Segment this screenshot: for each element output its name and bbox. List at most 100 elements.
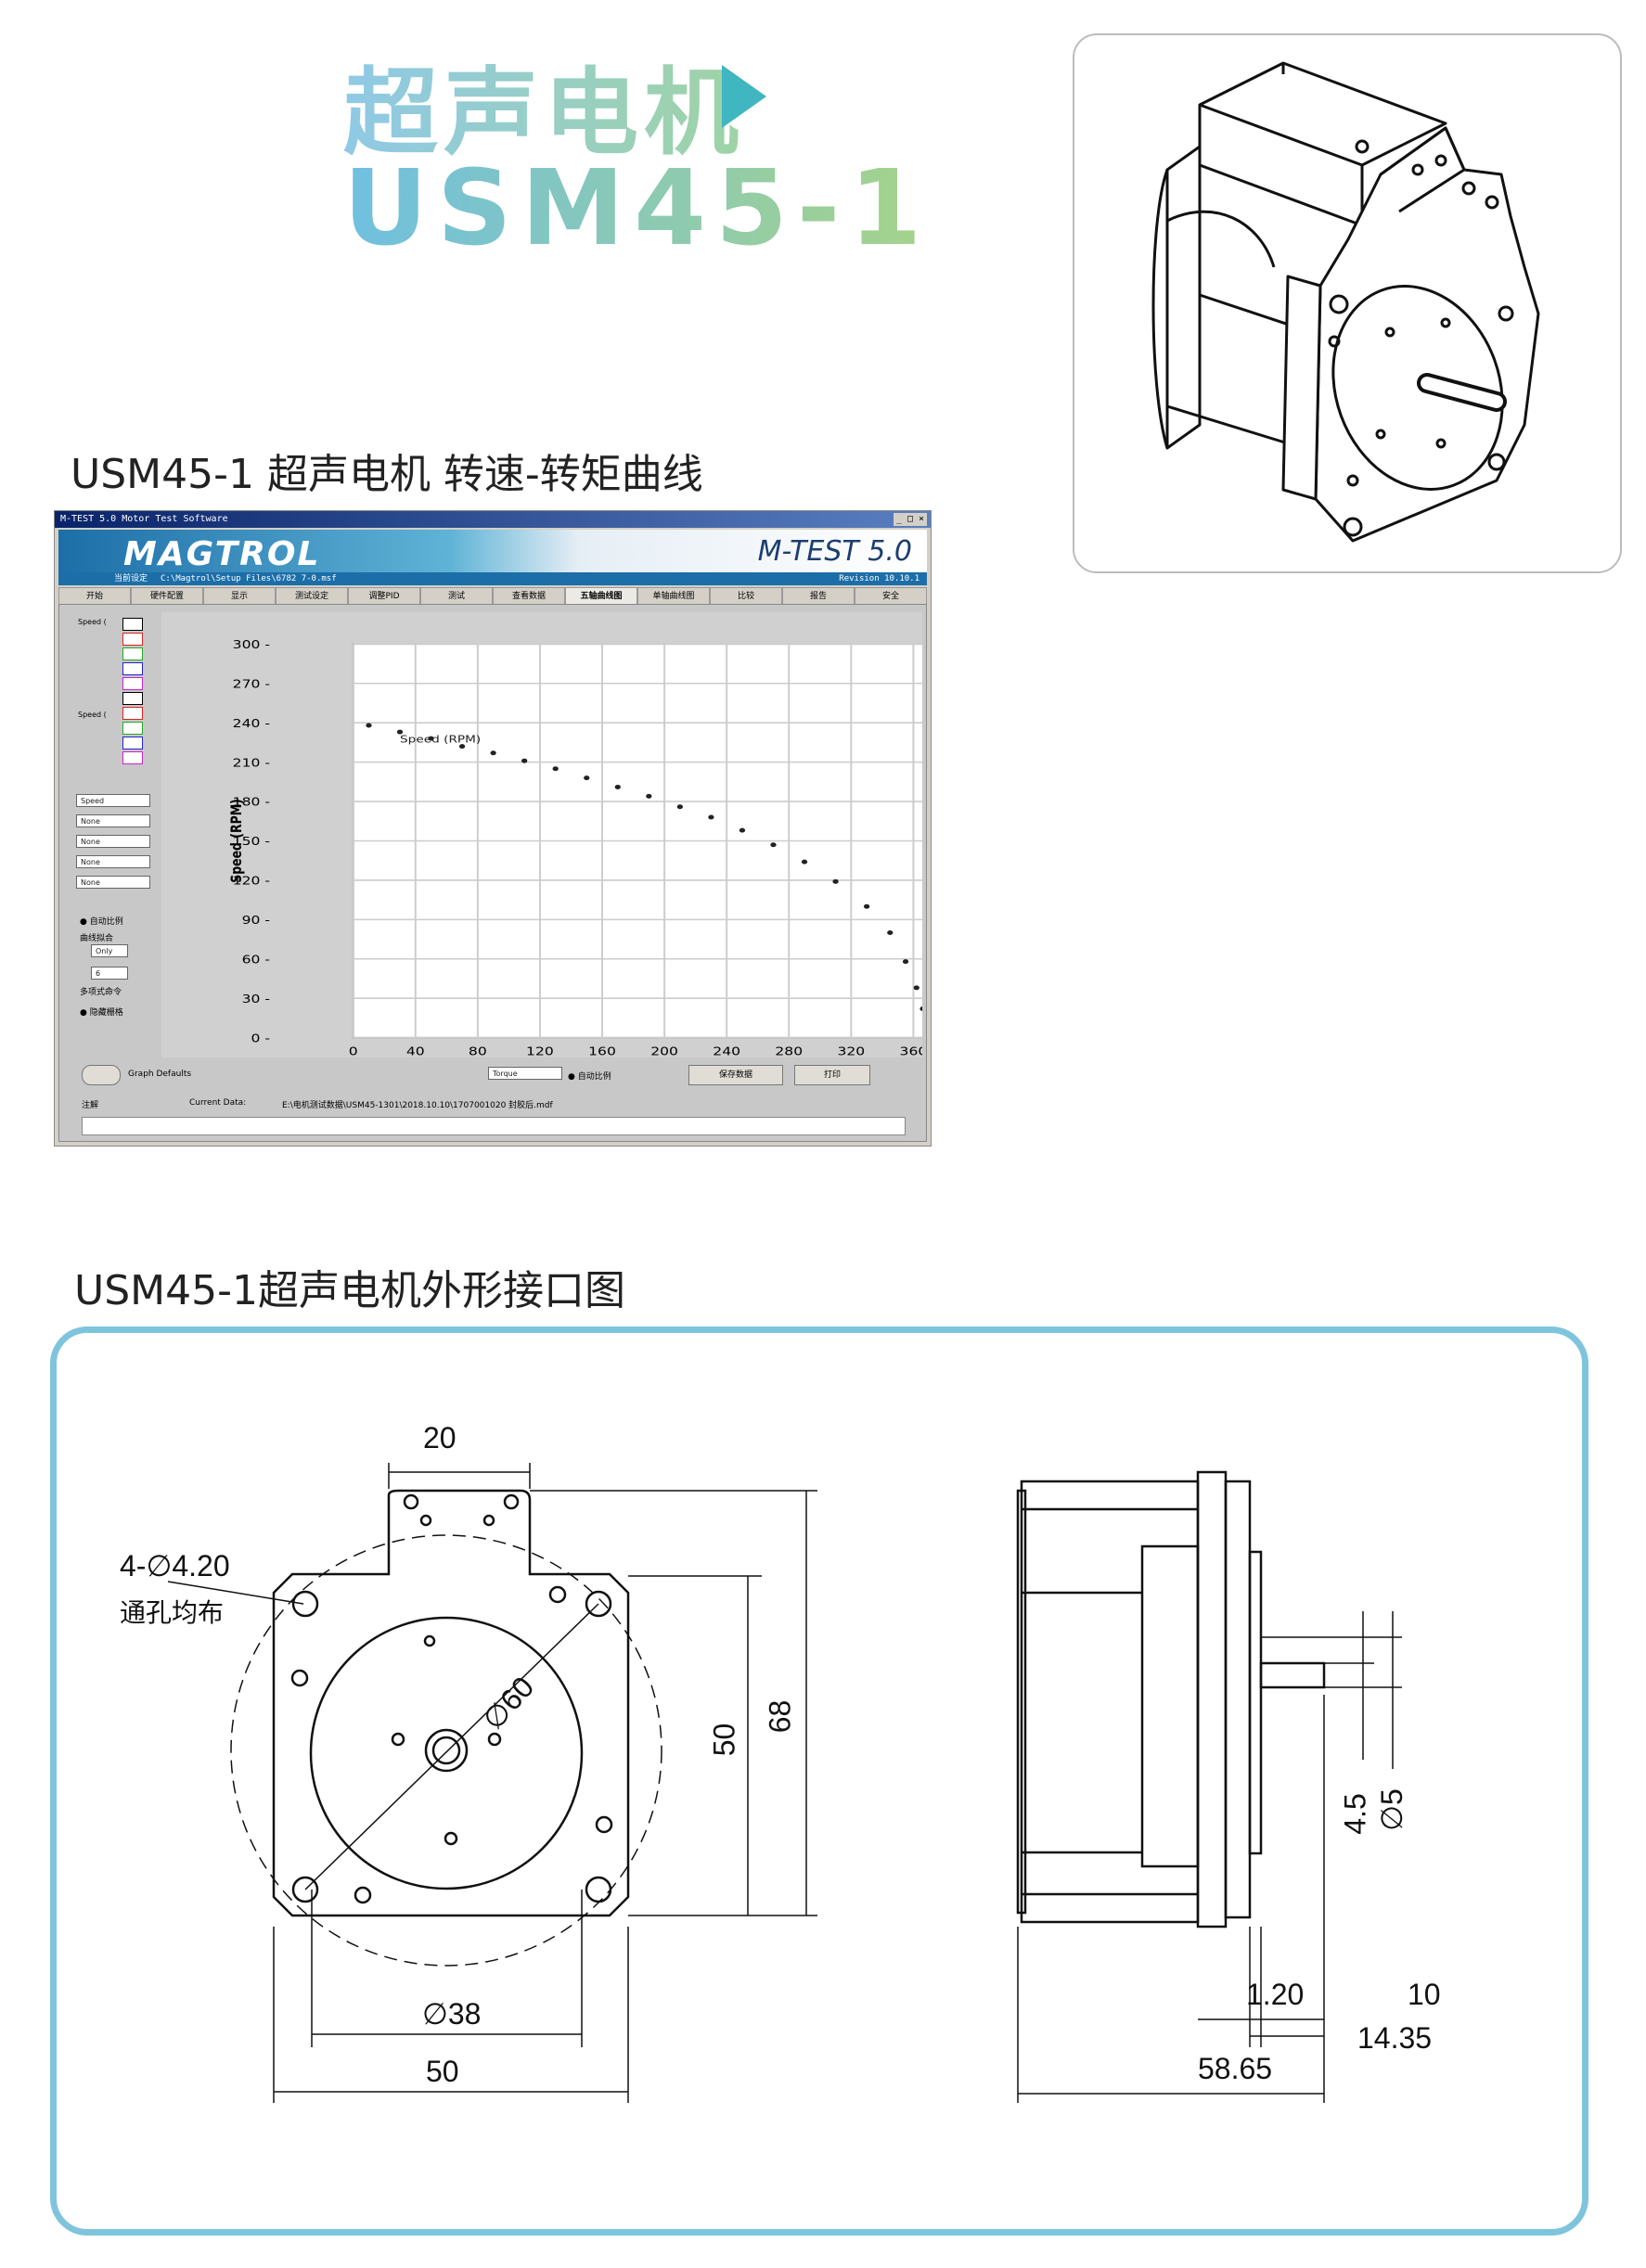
motor-isometric-illustration bbox=[1073, 33, 1622, 573]
speed-torque-chart: 040801201602002402803203604000 -30 -60 -… bbox=[229, 638, 922, 1057]
legend-swatch[interactable] bbox=[122, 618, 143, 631]
play-triangle-icon bbox=[722, 65, 766, 128]
revision-label: Revision 10.10.1 bbox=[839, 574, 919, 583]
settings-path-row: 当前设定 C:\Magtrol\Setup Files\6782 7-0.msf… bbox=[58, 572, 927, 585]
dim-width-50: 50 bbox=[426, 2055, 459, 2088]
y-tick-label: 150 - bbox=[233, 836, 270, 849]
dim-shaft-dia: ∅5 bbox=[1374, 1788, 1408, 1831]
data-point bbox=[676, 804, 683, 810]
x-tick-label: 280 bbox=[775, 1045, 803, 1057]
auto-scale-2-indicator[interactable]: ● 自动比例 bbox=[568, 1072, 611, 1082]
legend-swatch[interactable] bbox=[122, 722, 143, 735]
legend-swatch[interactable] bbox=[122, 707, 143, 720]
legend-swatch[interactable] bbox=[122, 633, 143, 646]
current-data-path: E:\电机测试数据\USM45-1301\2018.10.10\17070010… bbox=[282, 1101, 553, 1110]
data-point bbox=[832, 878, 839, 884]
data-point bbox=[646, 793, 652, 799]
channel-select[interactable]: None bbox=[76, 835, 150, 848]
legend-swatch[interactable] bbox=[122, 751, 143, 764]
data-point bbox=[521, 758, 528, 763]
data-point bbox=[458, 744, 466, 750]
data-point bbox=[902, 959, 909, 965]
channel-select[interactable]: Speed bbox=[76, 794, 150, 807]
tab-0[interactable]: 开始 bbox=[58, 587, 131, 604]
tab-2[interactable]: 显示 bbox=[203, 587, 276, 604]
poly-order-input[interactable]: 6 bbox=[91, 967, 128, 980]
interface-drawing bbox=[167, 1463, 1402, 2103]
current-data-label: Current Data: bbox=[189, 1098, 247, 1108]
data-point bbox=[887, 929, 894, 935]
magtrol-logo: MAGTROL bbox=[123, 535, 321, 573]
auto-scale-indicator[interactable]: ● 自动比例 bbox=[80, 917, 123, 927]
legend-swatch[interactable] bbox=[122, 737, 143, 750]
tab-4[interactable]: 调整PID bbox=[348, 587, 420, 604]
dim-hole-note: 通孔均布 bbox=[120, 1598, 225, 1627]
dim-hole-callout: 4-∅4.20 bbox=[120, 1549, 230, 1582]
tab-10[interactable]: 报告 bbox=[782, 587, 855, 604]
y-tick-label: 270 - bbox=[233, 678, 270, 691]
data-point bbox=[801, 859, 808, 865]
graph-defaults-toggle[interactable] bbox=[82, 1065, 121, 1085]
legend-controls: Speed ( Speed ( bbox=[78, 614, 171, 911]
x-tick-label: 200 bbox=[650, 1045, 678, 1057]
notes-label: 注解 bbox=[82, 1101, 99, 1110]
y-tick-label: 60 - bbox=[242, 954, 270, 967]
window-title-bar: M-TEST 5.0 Motor Test Software _ □ × bbox=[55, 511, 931, 528]
dim-58-65: 58.65 bbox=[1198, 2052, 1273, 2085]
x-tick-label: 240 bbox=[713, 1045, 740, 1057]
curve-fit-label: 曲线拟合 bbox=[80, 934, 114, 943]
y-tick-label: 30 - bbox=[242, 993, 270, 1006]
settings-path: C:\Magtrol\Setup Files\6782 7-0.msf bbox=[161, 574, 337, 583]
dim-10: 10 bbox=[1408, 1978, 1441, 2011]
save-data-button[interactable]: 保存数据 bbox=[688, 1065, 783, 1085]
x-tick-label: 320 bbox=[837, 1045, 865, 1057]
channel-select[interactable]: None bbox=[76, 814, 150, 827]
tab-9[interactable]: 比较 bbox=[710, 587, 782, 604]
channel-select[interactable]: None bbox=[76, 876, 150, 889]
tab-1[interactable]: 硬件配置 bbox=[131, 587, 203, 604]
y-tick-label: 180 - bbox=[233, 796, 270, 809]
legend-swatch[interactable] bbox=[122, 677, 143, 690]
x-axis-select[interactable]: Torque bbox=[488, 1067, 562, 1080]
print-button[interactable]: 打印 bbox=[794, 1065, 870, 1085]
tab-3[interactable]: 测试设定 bbox=[276, 587, 348, 604]
dim-shaft-flat: 4.5 bbox=[1338, 1793, 1372, 1835]
x-tick-label: 360 bbox=[900, 1045, 922, 1057]
tab-5[interactable]: 测试 bbox=[420, 587, 493, 604]
current-settings-label: 当前设定 bbox=[114, 574, 148, 583]
header-model: USM45-1 bbox=[343, 148, 932, 269]
series-label: Speed (RPM) bbox=[400, 734, 481, 745]
curve-section-title: USM45-1 超声电机 转速-转矩曲线 bbox=[71, 451, 703, 498]
y-tick-label: 210 - bbox=[233, 757, 270, 770]
hide-grid-toggle[interactable]: ● 隐藏栅格 bbox=[80, 1008, 123, 1018]
legend-swatch[interactable] bbox=[122, 692, 143, 705]
legend-swatch[interactable] bbox=[122, 662, 143, 675]
data-point bbox=[863, 903, 870, 909]
window-controls[interactable]: _ □ × bbox=[894, 513, 927, 526]
graph-defaults-label: Graph Defaults bbox=[128, 1070, 192, 1079]
legend-swatch[interactable] bbox=[122, 647, 143, 660]
product-version: M-TEST 5.0 bbox=[757, 535, 912, 568]
data-point bbox=[739, 827, 746, 833]
channel-select[interactable]: None bbox=[76, 855, 150, 868]
interface-drawing-frame: 20 4-∅4.20 通孔均布 ∅60 ∅38 50 50 68 4.5 ∅5 … bbox=[50, 1326, 1588, 2236]
tab-8[interactable]: 单轴曲线图 bbox=[637, 587, 710, 604]
x-tick-label: 80 bbox=[469, 1045, 487, 1057]
poly-order-label: 多项式命令 bbox=[80, 988, 122, 997]
header-title-cn: 超声电机 bbox=[343, 37, 744, 173]
data-point bbox=[614, 784, 621, 789]
motor-iso-drawing bbox=[1151, 61, 1540, 543]
tab-6[interactable]: 查看数据 bbox=[493, 587, 565, 604]
dim-top-width: 20 bbox=[423, 1421, 457, 1454]
data-point bbox=[366, 723, 372, 728]
tab-11[interactable]: 安全 bbox=[855, 587, 927, 604]
y-tick-label: 0 - bbox=[251, 1032, 270, 1045]
legend-speed-label-1: Speed ( bbox=[78, 618, 107, 626]
magtrol-banner: MAGTROL M-TEST 5.0 bbox=[58, 530, 927, 573]
notes-input[interactable] bbox=[82, 1117, 906, 1135]
curve-fit-select[interactable]: Only bbox=[91, 944, 128, 957]
tab-7[interactable]: 五轴曲线图 bbox=[565, 587, 637, 604]
data-point bbox=[490, 750, 496, 756]
